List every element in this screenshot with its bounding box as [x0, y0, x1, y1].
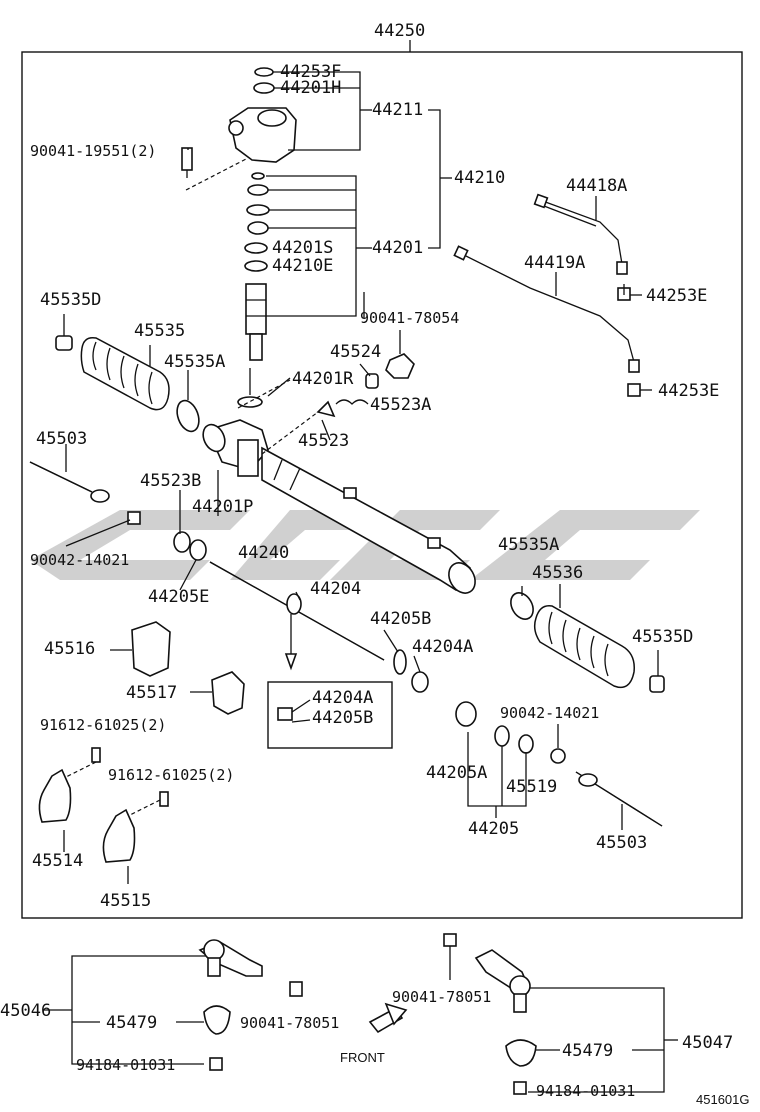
assembly-frame — [21, 51, 743, 919]
label-44205A: 44205A — [426, 763, 487, 783]
label-45519: 45519 — [506, 777, 557, 797]
label-45515: 45515 — [100, 891, 151, 911]
label-44204: 44204 — [310, 579, 361, 599]
bottom-left-assembly — [44, 939, 303, 1071]
label-44211: 44211 — [372, 100, 423, 120]
label-44201S: 44201S — [272, 238, 333, 258]
label-90042-14021-left: 90042-14021 — [30, 551, 129, 569]
label-45047: 45047 — [682, 1033, 733, 1053]
label-45524: 45524 — [330, 342, 381, 362]
label-44201H: 44201H — [280, 78, 341, 98]
mount-group — [38, 621, 245, 884]
label-45523: 45523 — [298, 431, 349, 451]
valve-housing-group — [181, 67, 452, 361]
label-45046: 45046 — [0, 1001, 51, 1021]
label-44201R: 44201R — [292, 369, 354, 389]
label-44253E-upper: 44253E — [646, 286, 707, 306]
label-45535D-right: 45535D — [632, 627, 693, 647]
label-90041-19551: 90041-19551(2) — [30, 142, 156, 160]
label-44418A: 44418A — [566, 176, 627, 196]
label-44205E: 44205E — [148, 587, 209, 607]
label-44419A: 44419A — [524, 253, 585, 273]
left-boot-group — [55, 314, 200, 433]
label-44204A-inset: 44204A — [312, 688, 373, 708]
label-94184-01031-right: 94184-01031 — [536, 1082, 635, 1100]
label-44210E: 44210E — [272, 256, 333, 276]
part-labels: 44250 44253F 44201H 44211 90041-19551(2)… — [0, 21, 750, 1107]
label-44205B: 44205B — [370, 609, 431, 629]
pipe-group — [453, 193, 652, 397]
label-45514: 45514 — [32, 851, 83, 871]
label-44205: 44205 — [468, 819, 519, 839]
label-45535: 45535 — [134, 321, 185, 341]
label-44205B-inset: 44205B — [312, 708, 373, 728]
label-91612-61025-b: 91612-61025(2) — [108, 766, 234, 784]
label-44250: 44250 — [374, 21, 425, 41]
label-90042-14021-right: 90042-14021 — [500, 704, 599, 722]
label-45535A-right: 45535A — [498, 535, 559, 555]
label-91612-61025-a: 91612-61025(2) — [40, 716, 166, 734]
label-44210: 44210 — [454, 168, 505, 188]
label-94184-01031-left: 94184-01031 — [76, 1056, 175, 1074]
label-45517: 45517 — [126, 683, 177, 703]
label-45503-right: 45503 — [596, 833, 647, 853]
label-90041-78054: 90041-78054 — [360, 309, 459, 327]
label-44253F: 44253F — [280, 62, 341, 82]
label-44201P: 44201P — [192, 497, 253, 517]
label-45535D-left: 45535D — [40, 290, 101, 310]
label-45479-right: 45479 — [562, 1041, 613, 1061]
left-tie-rod-group — [29, 444, 141, 525]
bottom-right-assembly — [368, 933, 678, 1095]
label-44204A: 44204A — [412, 637, 473, 657]
label-45536: 45536 — [532, 563, 583, 583]
label-45479-left: 45479 — [106, 1013, 157, 1033]
leader-lines — [65, 148, 421, 723]
right-boot-group — [510, 584, 665, 693]
label-90041-78051-left: 90041-78051 — [240, 1014, 339, 1032]
label-44253E-lower: 44253E — [658, 381, 719, 401]
label-90041-78051-right: 90041-78051 — [392, 988, 491, 1006]
rack-housing-group — [202, 353, 476, 594]
label-45503-left: 45503 — [36, 429, 87, 449]
label-44240: 44240 — [238, 543, 289, 563]
label-45523A: 45523A — [370, 395, 431, 415]
right-small-parts-group — [467, 724, 663, 830]
label-45516: 45516 — [44, 639, 95, 659]
label-45523B: 45523B — [140, 471, 201, 491]
label-44201: 44201 — [372, 238, 423, 258]
label-45535A-left: 45535A — [164, 352, 225, 372]
corner-code: 451601G — [696, 1092, 750, 1107]
front-label: FRONT — [340, 1050, 385, 1065]
rack-group — [173, 531, 477, 749]
